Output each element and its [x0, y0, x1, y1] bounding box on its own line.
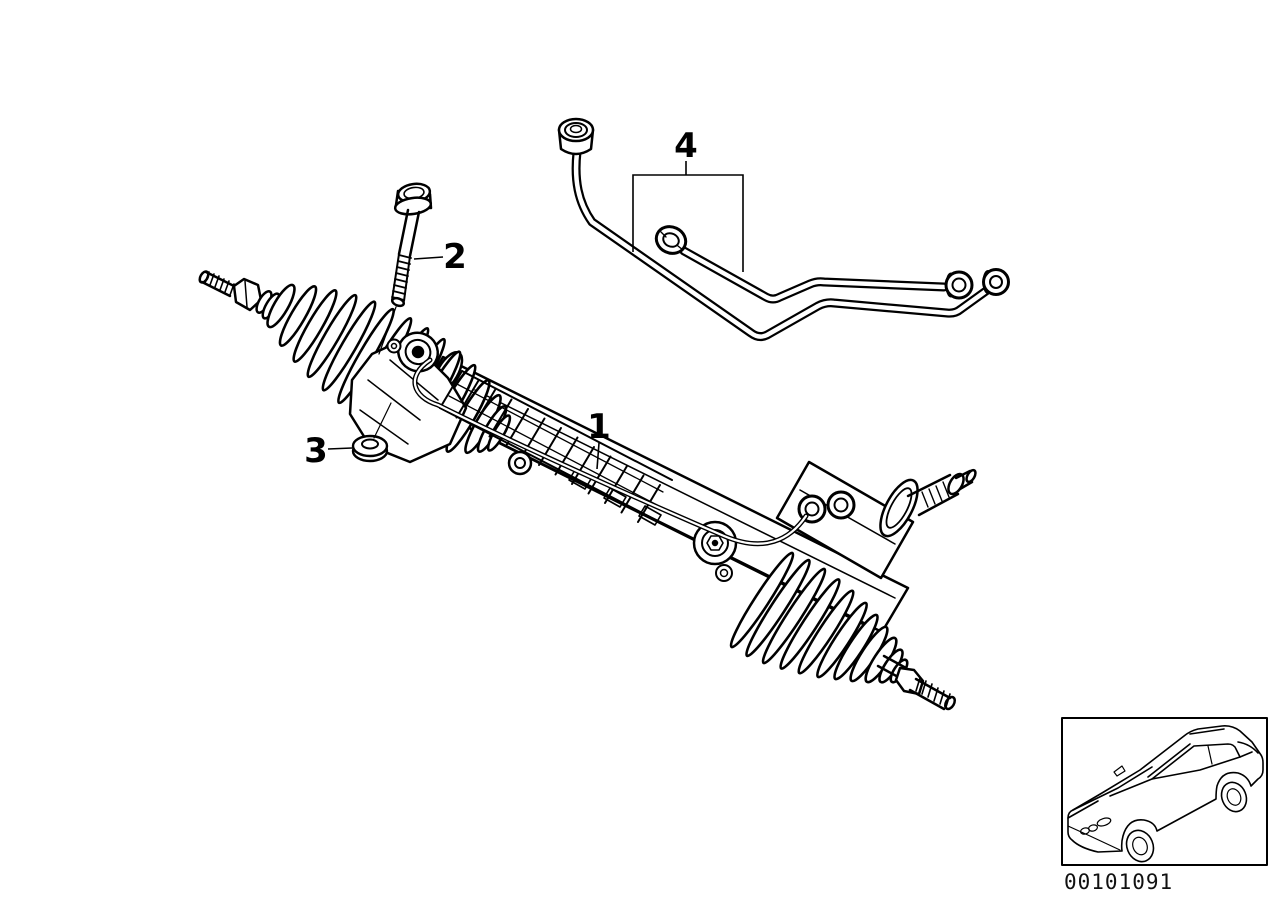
pipe-set: [557, 117, 1010, 342]
rack-pipe: [412, 357, 809, 547]
car-mirror: [1113, 765, 1126, 777]
valve-body: [775, 460, 919, 580]
car-beltline: [1109, 778, 1153, 797]
cylinder-port: [507, 450, 533, 476]
banjo-ring-fitting: [982, 268, 1010, 296]
steering-gear-assembly: [198, 270, 977, 711]
left-tie-rod: [198, 270, 281, 320]
washer-axis-line: [373, 402, 392, 439]
car-hood-line: [1072, 766, 1153, 811]
callout-1-label: 1: [587, 407, 611, 447]
car-side-glass: [1151, 743, 1241, 780]
car-outline-icon: [1067, 725, 1264, 863]
callout-2[interactable]: 2: [413, 237, 467, 277]
hex-bolt: [378, 182, 433, 355]
car-bumper-line: [1067, 825, 1121, 851]
input-shaft: [906, 468, 977, 517]
hydraulic-port: [826, 490, 856, 520]
callout-2-label: 2: [443, 237, 467, 277]
car-windshield: [1147, 743, 1191, 778]
bolt-axis-line: [378, 306, 397, 355]
car-front-wheel: [1125, 829, 1155, 863]
banjo-ring-fitting: [654, 225, 688, 255]
right-boot: [729, 551, 909, 684]
callout-4[interactable]: 4: [632, 126, 744, 272]
vehicle-thumbnail-frame: [1061, 717, 1268, 866]
car-headlight: [1096, 817, 1112, 827]
car-roof-line: [1189, 728, 1225, 735]
washer: [351, 402, 392, 463]
callout-3-label: 3: [304, 431, 328, 471]
centre-bushing-boss: [692, 520, 738, 582]
pipe-union-fitting: [557, 117, 595, 156]
car-rear-wheel: [1220, 781, 1248, 813]
callout-3[interactable]: 3: [304, 431, 353, 471]
banjo-ring-fitting: [944, 270, 974, 300]
car-trunk-line: [1237, 741, 1259, 754]
callout-4-bracket: [632, 174, 744, 272]
car-body-outline: [1067, 725, 1264, 853]
vehicle-thumbnail: [1061, 717, 1268, 866]
callout-4-label: 4: [674, 126, 698, 166]
right-tie-rod: [876, 654, 956, 711]
doc-number: 00101091: [1064, 870, 1173, 894]
callout-1[interactable]: 1: [587, 407, 611, 470]
input-flange: [879, 478, 919, 538]
